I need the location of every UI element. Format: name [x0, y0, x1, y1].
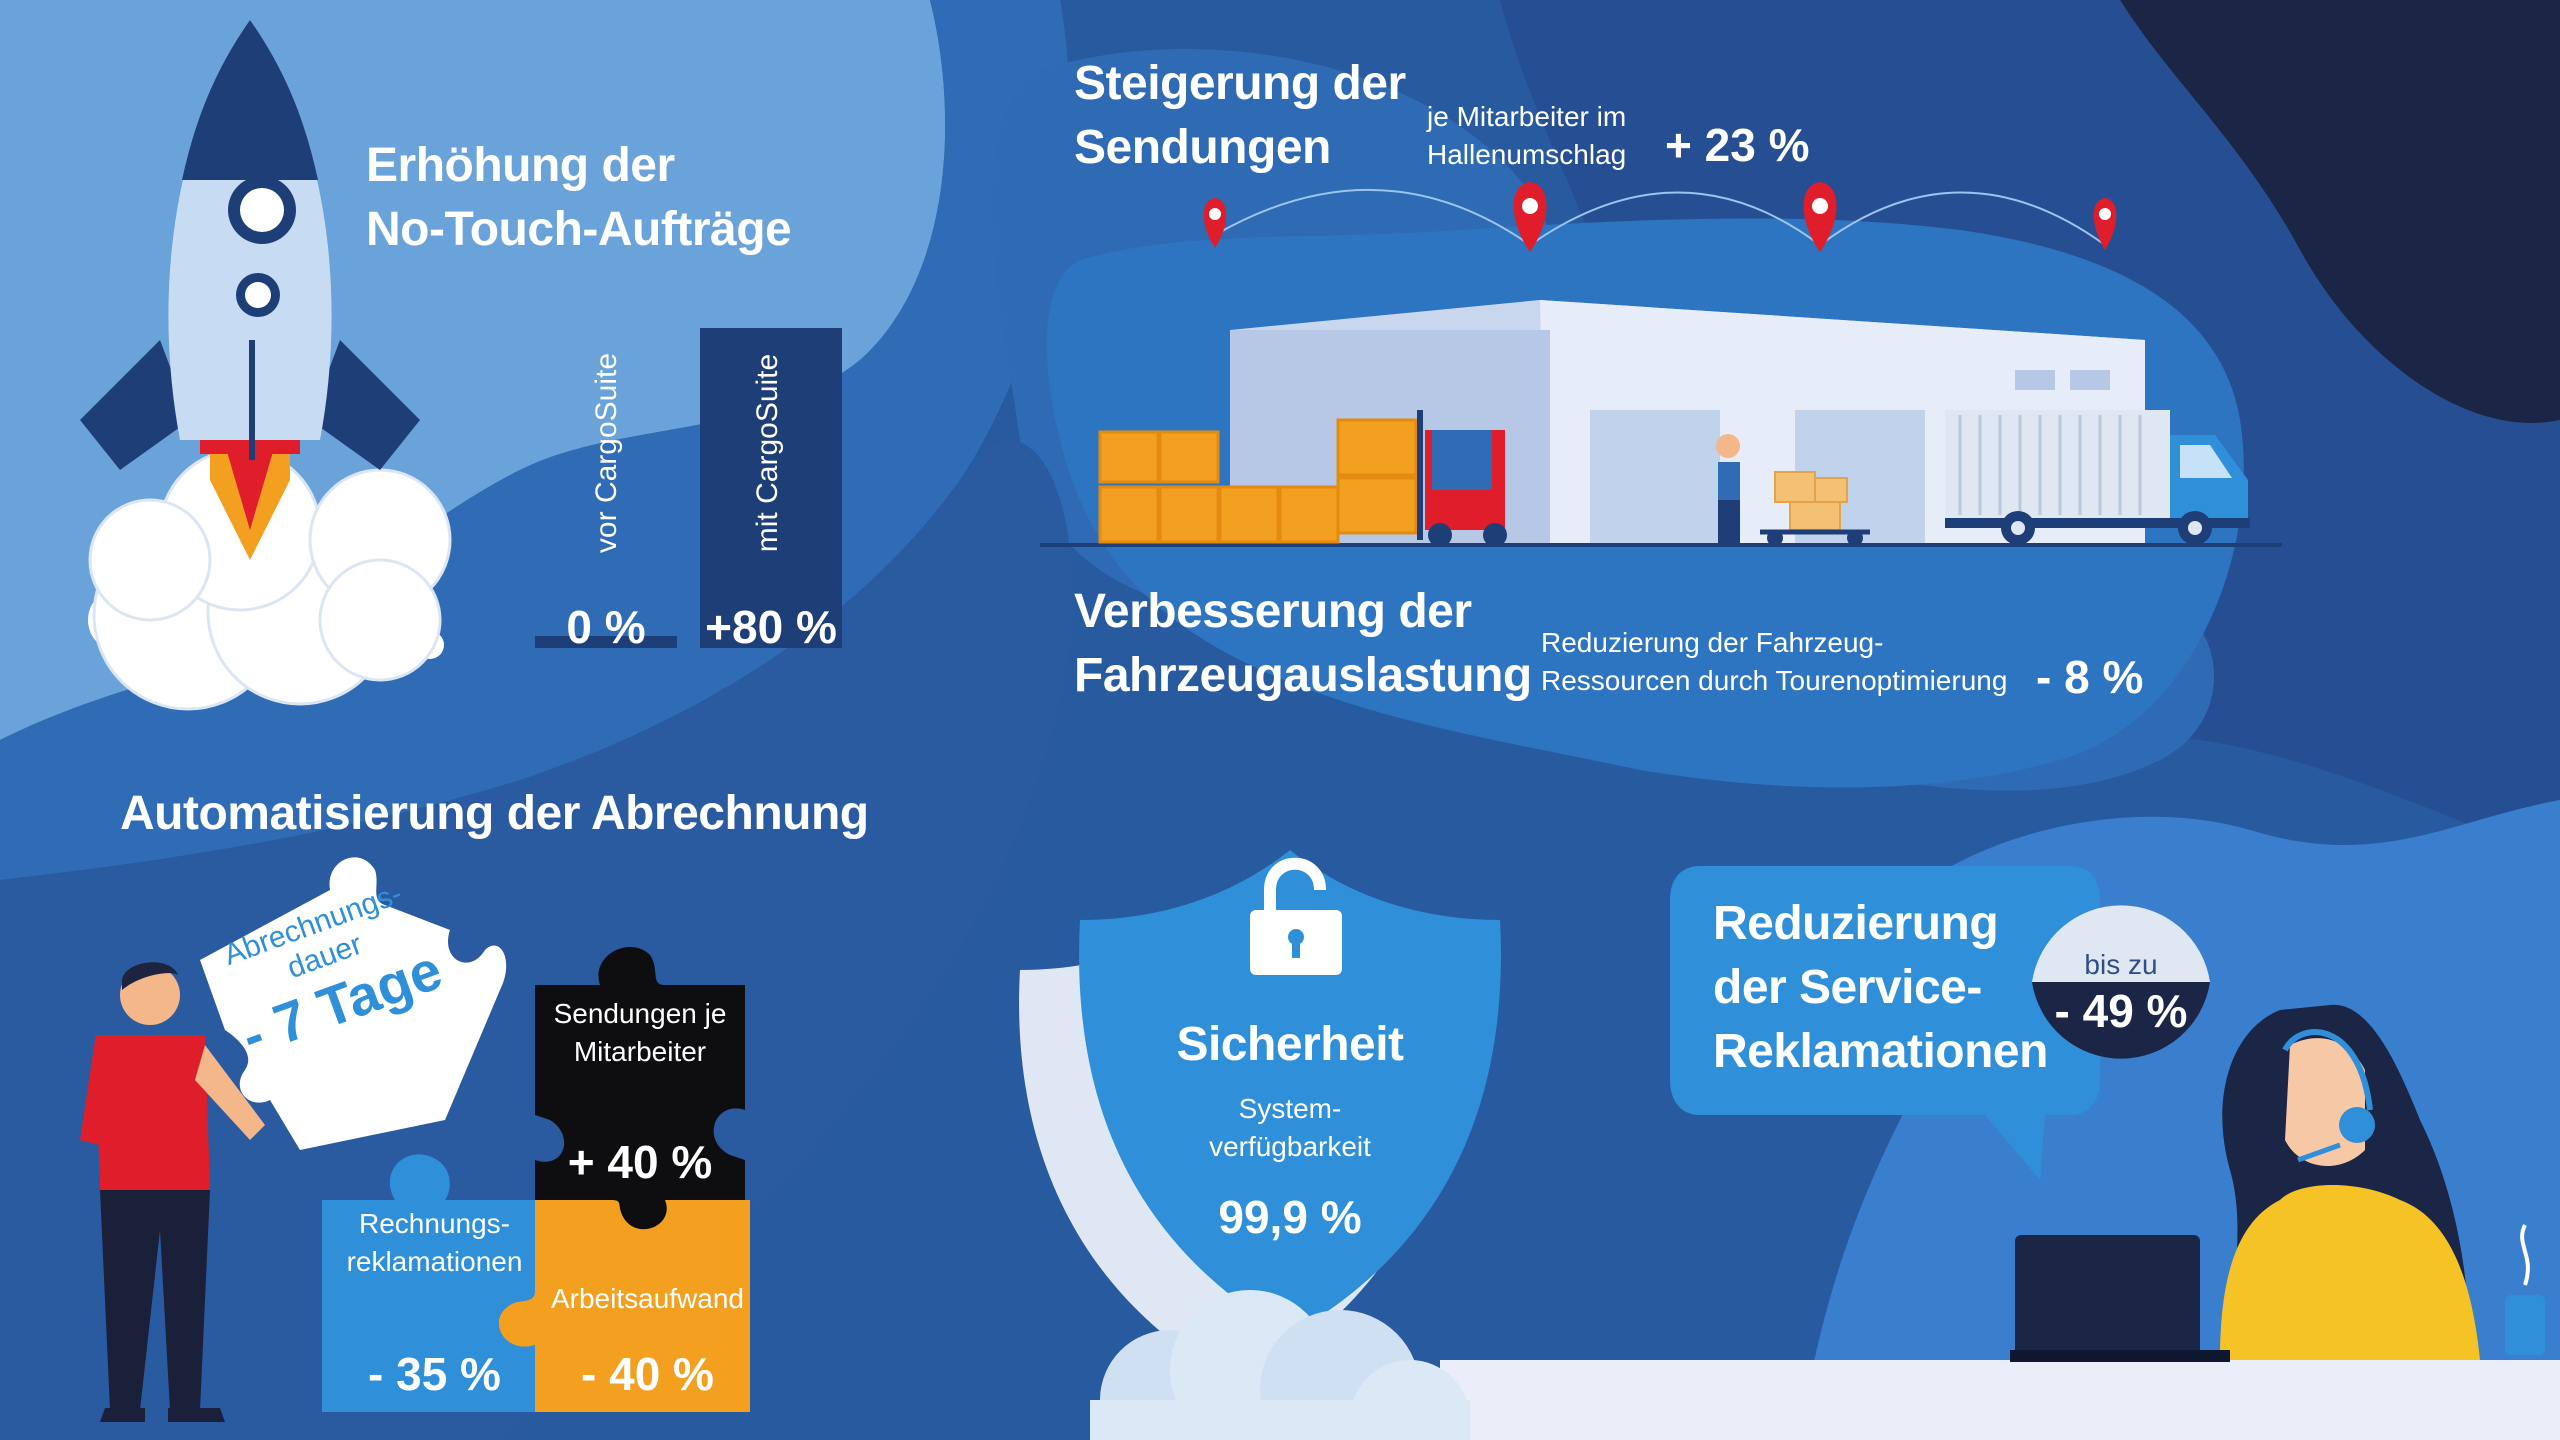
- piece-effort-value: - 40 %: [581, 1348, 714, 1400]
- puzzle-white: [200, 857, 507, 1150]
- service-badge-prefix: bis zu: [2084, 949, 2158, 980]
- shipments-note-line2: Hallenumschlag: [1427, 139, 1627, 170]
- piece-effort-label: Arbeitsaufwand: [550, 1283, 744, 1314]
- shipments-title-line1: Steigerung der: [1074, 57, 1406, 110]
- bar-after-label: mit CargoSuite: [751, 353, 784, 553]
- piece-invoice-text: Rechnungs- reklamationen: [322, 1205, 547, 1281]
- shipments-title: Steigerung der Sendungen: [1074, 52, 1406, 180]
- vehicle-title: Verbesserung der Fahrzeugauslastung: [1074, 580, 1532, 708]
- padlock-icon: [1250, 857, 1342, 975]
- shipments-title-line2: Sendungen: [1074, 121, 1331, 174]
- piece-invoice-line2: reklamationen: [346, 1246, 523, 1277]
- service-title: Reduzierung der Service- Reklamationen: [1713, 892, 2048, 1084]
- bar-after: [700, 328, 842, 648]
- dark-corner-shape: [2120, 0, 2560, 424]
- piece-invoice-value: - 35 %: [368, 1348, 501, 1400]
- piece-shipments-text: Sendungen je Mitarbeiter: [535, 995, 745, 1071]
- before-value: 0 %: [566, 601, 646, 653]
- badge-circle: [2032, 905, 2210, 1059]
- security-value: 99,9 %: [1218, 1191, 1362, 1243]
- after-value: +80 %: [705, 601, 837, 653]
- security-shield: [1019, 850, 1501, 1440]
- shipments-value: + 23 %: [1665, 119, 1810, 171]
- vehicle-note-line2: Ressourcen durch Tourenoptimierung: [1541, 665, 2008, 696]
- billing-title: Automatisierung der Abrechnung: [120, 787, 869, 840]
- bar-before: [535, 636, 677, 648]
- service-title-line2: der Service-: [1713, 961, 1982, 1014]
- bar-before-label: vor CargoSuite: [590, 352, 623, 554]
- piece-shipments-line2: Mitarbeiter: [573, 1036, 707, 1067]
- speech-bubble: [1670, 866, 2100, 1180]
- person-illustration: [80, 962, 265, 1422]
- vehicle-note-line1: Reduzierung der Fahrzeug-: [1541, 627, 1884, 658]
- service-title-line1: Reduzierung: [1713, 897, 1999, 950]
- rocket-illustration: [80, 20, 452, 711]
- no-touch-title: Erhöhung der No-Touch-Aufträge: [366, 134, 792, 262]
- piece-invoice-line1: Rechnungs-: [359, 1208, 510, 1239]
- vehicle-note: Reduzierung der Fahrzeug- Ressourcen dur…: [1541, 624, 2007, 700]
- no-touch-title-line2: No-Touch-Aufträge: [366, 203, 792, 256]
- piece-shipments-value: + 40 %: [567, 1136, 713, 1188]
- service-title-line3: Reklamationen: [1713, 1025, 2048, 1078]
- piece-shipments-line1: Sendungen je: [553, 998, 727, 1029]
- vehicle-title-line2: Fahrzeugauslastung: [1074, 649, 1532, 702]
- security-sub-line2: verfügbarkeit: [1209, 1131, 1371, 1162]
- shipments-note-line1: je Mitarbeiter im: [1427, 101, 1627, 132]
- security-title: Sicherheit: [1176, 1018, 1404, 1071]
- map-pin-icon: [1203, 182, 2117, 252]
- vehicle-title-line1: Verbesserung der: [1074, 585, 1472, 638]
- security-sub: System- verfügbarkeit: [1090, 1090, 1490, 1166]
- warehouse-illustration: [1040, 300, 2282, 547]
- service-agent-illustration: [2010, 1004, 2545, 1362]
- vehicle-value: - 8 %: [2036, 651, 2144, 703]
- puzzle-black: [535, 946, 745, 1230]
- shipments-note: je Mitarbeiter im Hallenumschlag: [1427, 98, 1626, 174]
- no-touch-title-line1: Erhöhung der: [366, 139, 675, 192]
- service-badge-value: - 49 %: [2054, 985, 2188, 1037]
- security-sub-line1: System-: [1238, 1093, 1342, 1124]
- puzzle-blue: [322, 1154, 535, 1412]
- puzzle-orange: [498, 1200, 750, 1412]
